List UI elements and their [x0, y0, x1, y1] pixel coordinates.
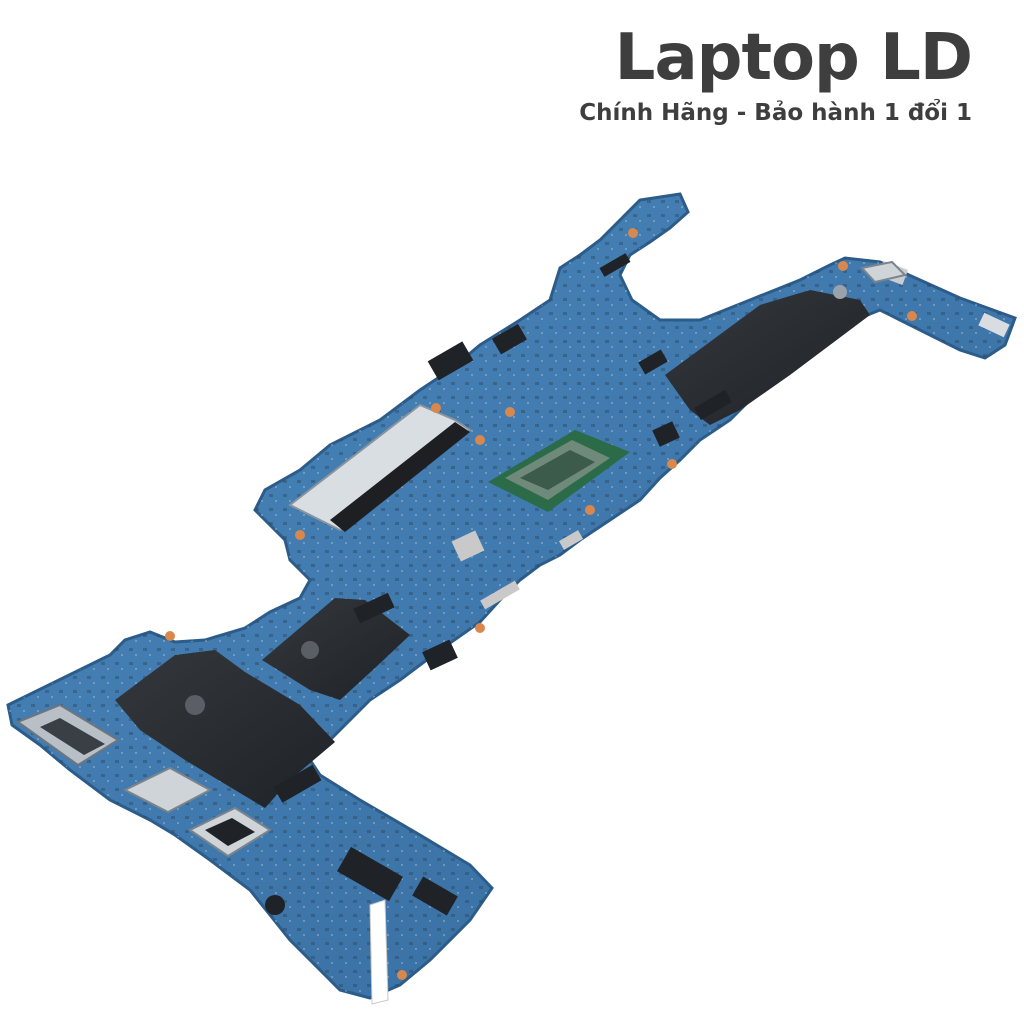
ram-slot: [288, 403, 472, 532]
audio-jack: [265, 895, 285, 915]
heatsink-center: [262, 598, 410, 700]
brand-title: Laptop LD: [614, 21, 973, 95]
usb-port-1: [122, 766, 213, 814]
brand-subtitle: Chính Hãng - Bảo hành 1 đổi 1: [579, 100, 972, 126]
heatsink-left: [115, 650, 335, 808]
right-port: [860, 260, 907, 284]
watermark-brand: Laptop LD Chính Hãng - Bảo hành 1 đổi 1: [579, 21, 973, 128]
heatsink-right: [665, 290, 870, 425]
cpu-chip: [488, 430, 630, 512]
